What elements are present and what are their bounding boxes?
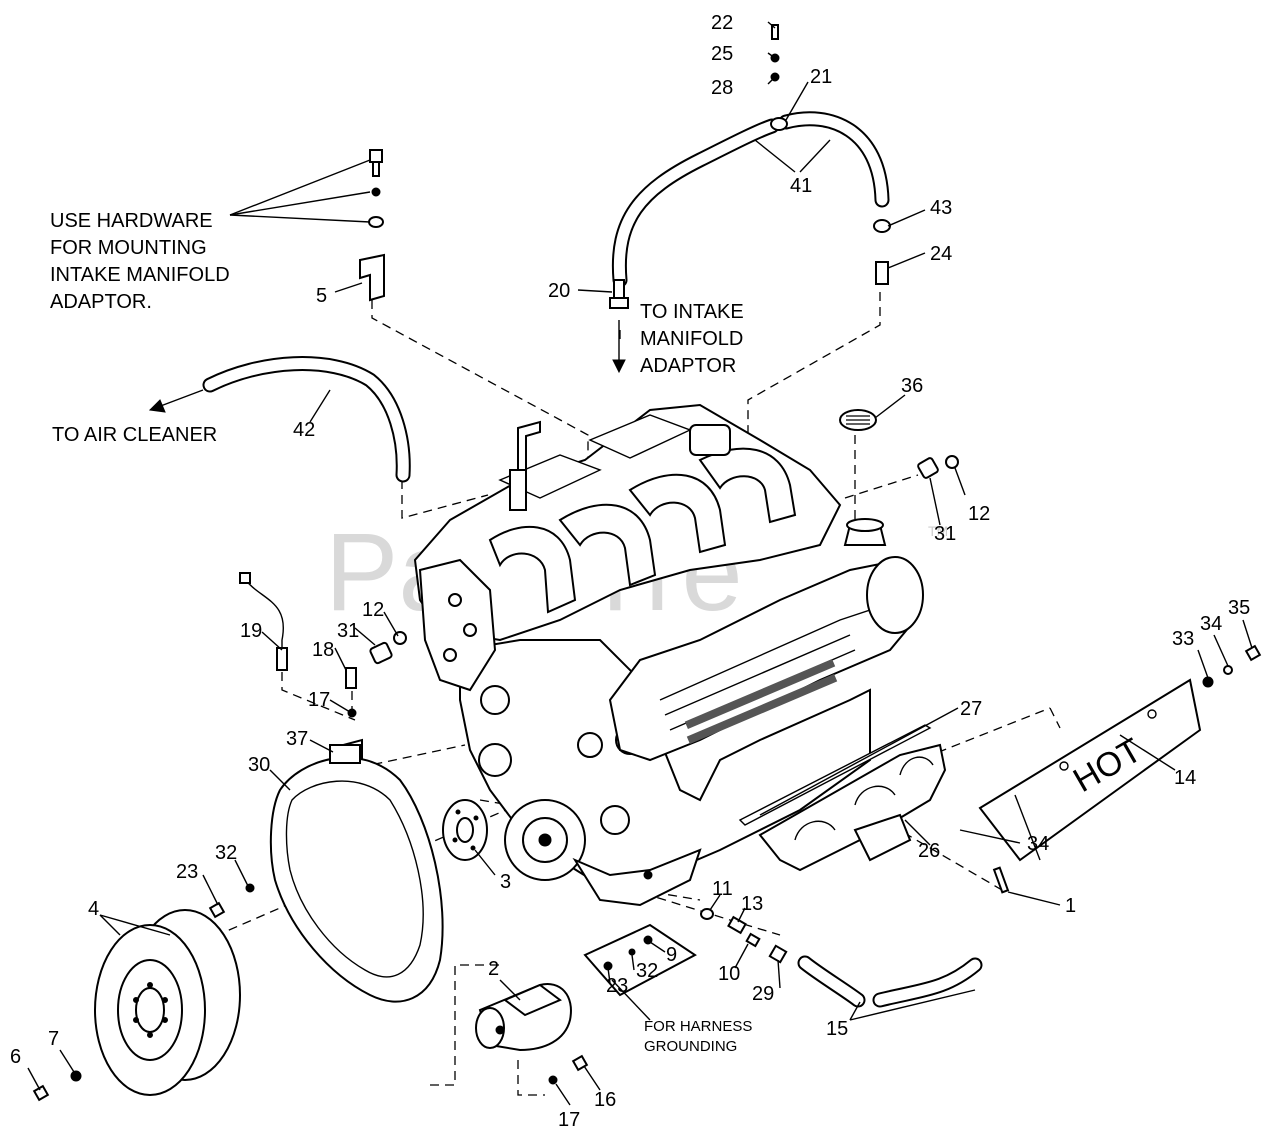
callout-14: 14 (1174, 767, 1196, 789)
note-intake-line3: ADAPTOR (640, 355, 736, 377)
callout-13: 13 (741, 893, 763, 915)
callout-36: 36 (901, 375, 923, 397)
callout-23-plate: 23 (606, 975, 628, 997)
callout-11: 11 (712, 878, 733, 900)
sensor-19 (239, 572, 288, 671)
callout-43: 43 (930, 197, 952, 219)
callout-21: 21 (810, 66, 832, 88)
heat-shield-14: HOT (978, 678, 1202, 862)
callout-34-upper: 34 (1200, 613, 1222, 635)
note-harness-line1: FOR HARNESS (644, 1018, 752, 1035)
callout-18: 18 (312, 639, 334, 661)
callout-4: 4 (88, 898, 99, 920)
note-harness: FOR HARNESS GROUNDING (644, 1018, 752, 1055)
leader-lines (27, 21, 1253, 1106)
bolt-1 (992, 866, 1010, 894)
callout-33: 33 (1172, 628, 1194, 650)
callout-1: 1 (1065, 895, 1076, 917)
callout-19: 19 (240, 620, 262, 642)
note-intake: TO INTAKE MANIFOLD ADAPTOR (640, 301, 744, 377)
callout-22: 22 (711, 12, 733, 34)
callout-9: 9 (666, 944, 677, 966)
callout-16: 16 (594, 1089, 616, 1111)
engine-block (413, 403, 924, 907)
callout-30: 30 (248, 754, 270, 776)
callout-23-left: 23 (176, 861, 198, 883)
callout-24: 24 (930, 243, 952, 265)
callout-27: 27 (960, 698, 982, 720)
note-harness-line2: GROUNDING (644, 1038, 737, 1055)
watermark-trademark: TM (928, 523, 948, 539)
note-intake-line1: TO INTAKE (640, 301, 744, 323)
hardware-33-34-35 (1202, 644, 1262, 688)
callout-32-plate: 32 (636, 960, 658, 982)
note-intake-line2: MANIFOLD (640, 328, 743, 350)
callout-28: 28 (711, 77, 733, 99)
bolt-16-washer-17 (548, 1054, 589, 1085)
callouts: 22 25 28 21 41 43 24 20 5 42 36 12 31 19… (10, 12, 1250, 1131)
callout-3: 3 (500, 871, 511, 893)
flexplate-3 (442, 799, 488, 861)
bolt-23-washer-32 (208, 883, 255, 919)
callout-17-upper: 17 (308, 689, 330, 711)
callout-29: 29 (752, 983, 774, 1005)
air-cleaner-hose-42 (202, 356, 411, 483)
callout-12-right: 12 (968, 503, 990, 525)
callout-35: 35 (1228, 597, 1250, 619)
fittings-11-13-10-29 (700, 908, 788, 964)
callout-26: 26 (918, 840, 940, 862)
exhaust-manifold-26 (758, 743, 947, 872)
note-hardware: USE HARDWARE FOR MOUNTING INTAKE MANIFOL… (50, 210, 230, 313)
breather-hose-41 (611, 111, 890, 288)
hardware-stack-5 (359, 149, 385, 302)
cap-31-12-left (369, 631, 407, 665)
starter-2 (475, 983, 572, 1052)
oil-cap-36 (839, 409, 877, 431)
callout-6: 6 (10, 1046, 21, 1068)
note-hardware-line2: FOR MOUNTING (50, 237, 207, 259)
flywheel-housing-30 (269, 744, 444, 1003)
callout-7: 7 (48, 1028, 59, 1050)
bolt-6-washer-7 (32, 1070, 82, 1102)
callout-37: 37 (286, 728, 308, 750)
callout-2: 2 (488, 958, 499, 980)
callout-34-lower: 34 (1027, 833, 1049, 855)
fitting-24-43 (873, 219, 891, 285)
callout-12-left: 12 (362, 599, 384, 621)
callout-15: 15 (826, 1018, 848, 1040)
callout-31-left: 31 (337, 620, 359, 642)
callout-31-right: 31 (934, 523, 956, 545)
callout-17-lower: 17 (558, 1109, 580, 1131)
note-air-cleaner: TO AIR CLEANER (52, 424, 217, 446)
note-hardware-line1: USE HARDWARE (50, 210, 213, 232)
flywheel-4 (94, 909, 241, 1096)
hardware-stack-22-25-28 (770, 24, 788, 131)
note-hardware-line4: ADAPTOR. (50, 291, 152, 313)
callout-5: 5 (316, 285, 327, 307)
callout-41: 41 (790, 175, 812, 197)
callout-10: 10 (718, 963, 740, 985)
callout-42: 42 (293, 419, 315, 441)
fitting-20 (609, 279, 629, 374)
bolt-18-17 (345, 667, 357, 718)
cap-31-12-right (917, 455, 959, 479)
hose-15 (797, 955, 983, 1008)
note-hardware-line3: INTAKE MANIFOLD (50, 264, 230, 286)
callout-20: 20 (548, 280, 570, 302)
callout-25: 25 (711, 43, 733, 65)
callout-32-left: 32 (215, 842, 237, 864)
